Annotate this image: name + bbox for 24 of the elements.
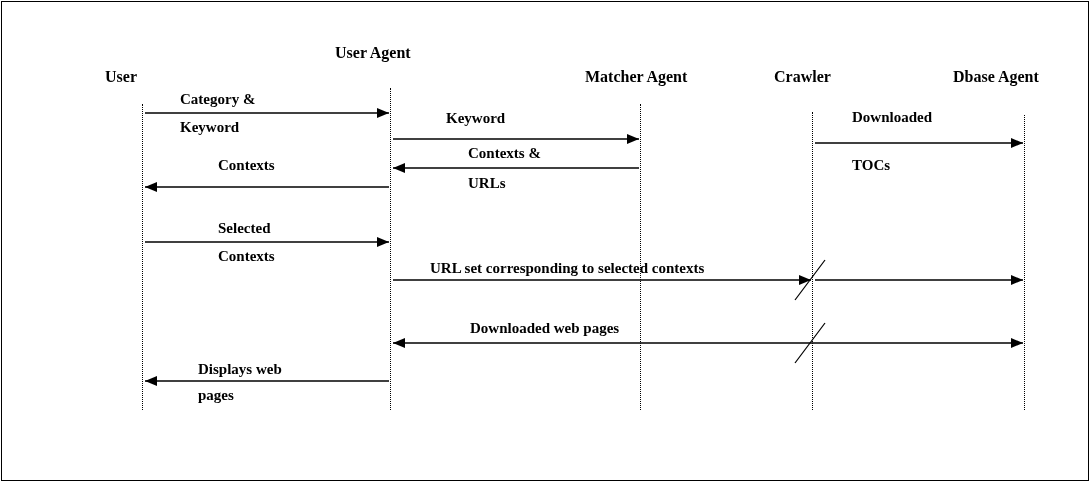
lifeline-header: Dbase Agent xyxy=(953,67,1039,87)
message-arrow xyxy=(814,138,1024,148)
edge-label: Selected Contexts xyxy=(218,219,276,266)
lifeline-header: Crawler xyxy=(774,67,831,87)
message-arrow xyxy=(392,163,640,173)
lifeline-header: User Agent xyxy=(335,43,411,63)
message-arrow xyxy=(144,182,390,192)
edge-label: Contexts & URLs xyxy=(468,144,542,193)
message-arrow xyxy=(144,108,390,118)
edge-label: Keyword xyxy=(446,109,507,128)
message-arrow xyxy=(392,275,812,285)
message-arrow xyxy=(814,275,1024,285)
edge-label: URL set corresponding to selected contexts xyxy=(430,259,706,278)
message-arrow xyxy=(392,134,640,144)
message-arrow xyxy=(392,338,1024,348)
edge-label: Downloaded TOCs xyxy=(852,108,934,175)
message-arrow xyxy=(144,237,390,247)
edge-label: Contexts xyxy=(218,156,276,175)
edge-label: Category & Keyword xyxy=(180,90,257,137)
lifeline-header: User xyxy=(105,67,137,87)
edge-label: Displays web pages xyxy=(198,360,283,405)
edge-label: Downloaded web pages xyxy=(470,319,621,338)
lifeline-header: Matcher Agent xyxy=(585,67,688,87)
message-arrow xyxy=(144,376,390,386)
